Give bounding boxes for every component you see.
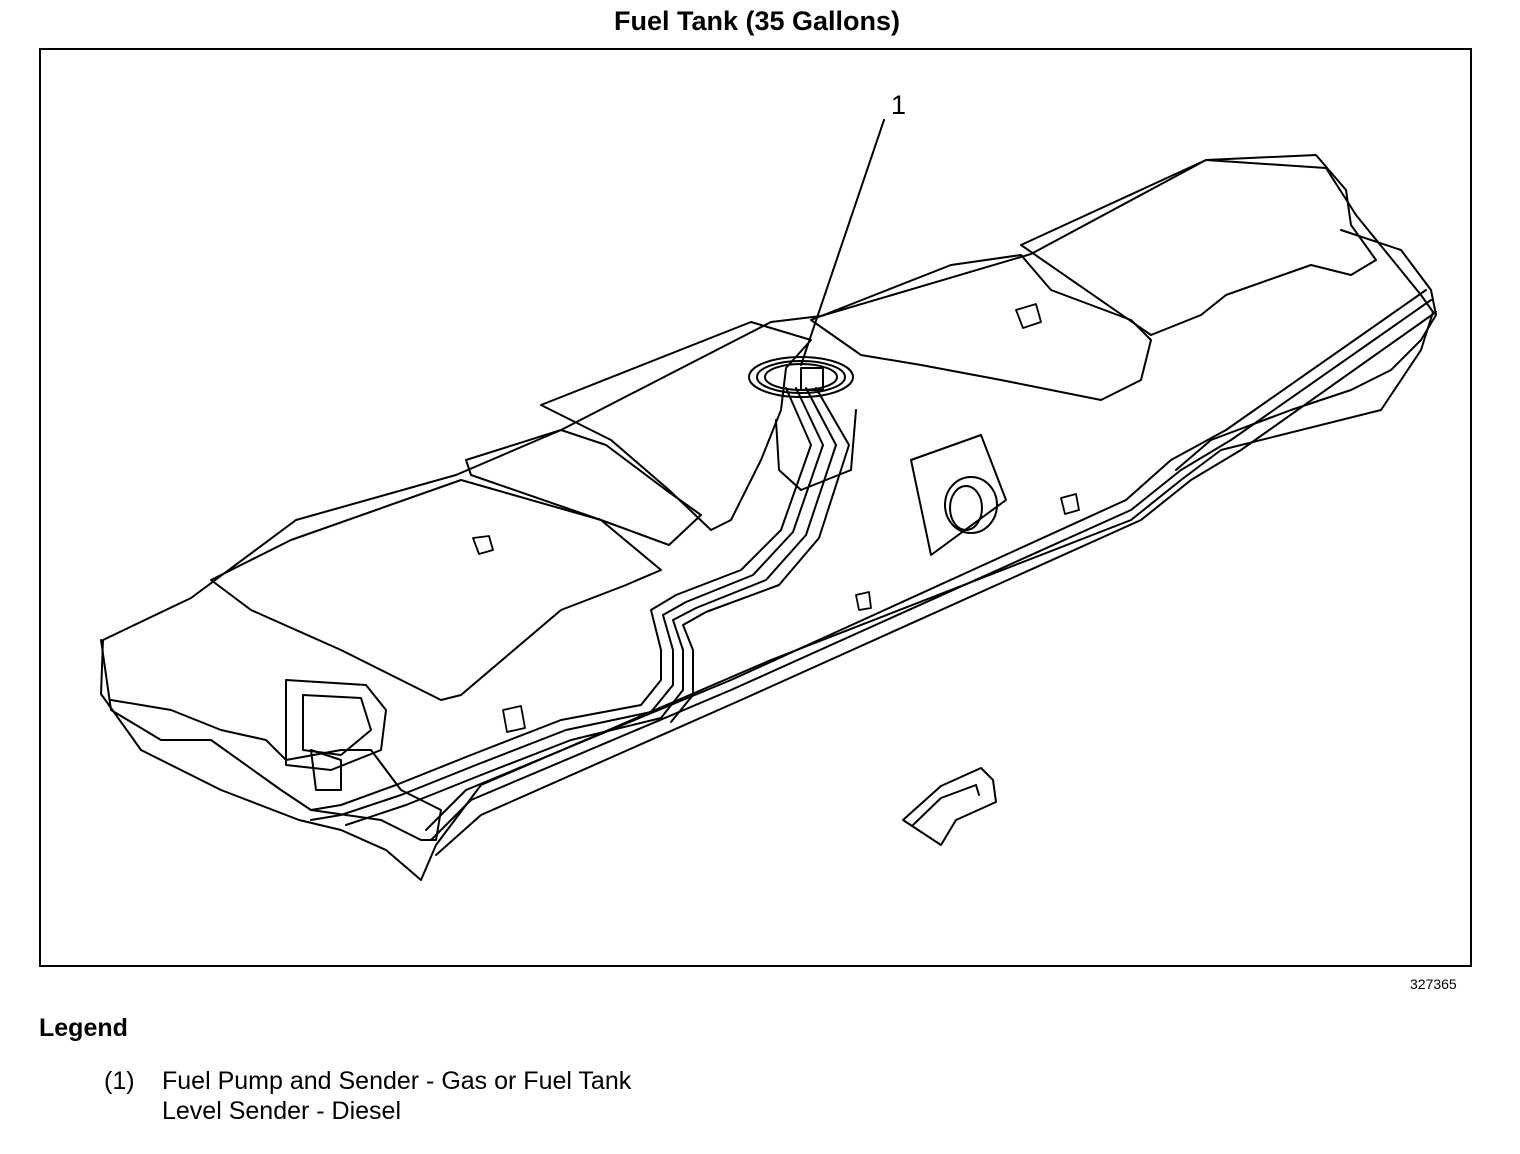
callout-leader-line [800, 119, 885, 366]
diagram-title: Fuel Tank (35 Gallons) [613, 6, 901, 36]
fuel-pump-sender [748, 356, 857, 491]
legend-item-number: (1) [104, 1067, 135, 1095]
figure-id: 327365 [1410, 976, 1457, 992]
fuel-line-bundle [310, 387, 850, 826]
mounting-clips [472, 303, 1080, 733]
side-rail [425, 289, 1437, 856]
legend-heading: Legend [39, 1014, 128, 1042]
tank-body [100, 154, 1437, 881]
illustration-frame: 1 [39, 48, 1472, 967]
legend-item-text-line1: Fuel Pump and Sender - Gas or Fuel Tank [162, 1067, 632, 1095]
legend-item-text-line2: Level Sender - Diesel [162, 1097, 402, 1125]
callout-label-1: 1 [891, 90, 907, 120]
fuel-tank-illustration [100, 119, 1437, 881]
front-direction-arrow [902, 767, 997, 846]
end-bracket [285, 679, 387, 791]
filler-neck [910, 434, 1007, 556]
